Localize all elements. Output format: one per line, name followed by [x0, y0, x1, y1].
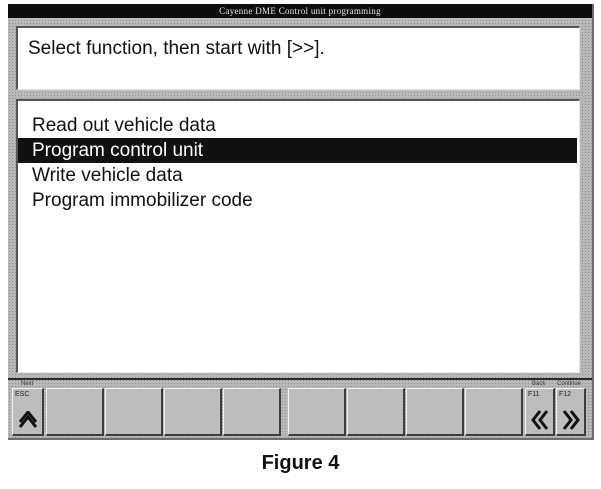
list-item-write-vehicle-data[interactable]: Write vehicle data — [32, 165, 183, 186]
f11-key-tag: F11 — [528, 391, 540, 398]
list-item-program-control-unit[interactable]: Program control unit — [18, 138, 577, 163]
f5-button[interactable] — [288, 388, 346, 436]
toolbar-divider — [8, 378, 592, 380]
f3-button[interactable] — [164, 388, 222, 436]
f7-button[interactable] — [406, 388, 464, 436]
f8-button[interactable] — [465, 388, 523, 436]
f12-key-caption: Continue — [557, 381, 582, 387]
list-item-read-out-vehicle-data[interactable]: Read out vehicle data — [32, 115, 216, 136]
f2-button[interactable] — [105, 388, 163, 436]
prompt-text: Select function, then start with [>>]. — [28, 38, 325, 59]
f11-key-caption: Back — [532, 381, 546, 387]
double-right-chevron-icon — [562, 410, 580, 430]
prompt-box: Select function, then start with [>>]. — [16, 26, 580, 90]
continue-button[interactable]: F12 — [556, 388, 586, 436]
back-button[interactable]: F11 — [525, 388, 555, 436]
esc-key-caption: Next — [21, 381, 34, 387]
up-chevron-icon — [18, 411, 37, 428]
diagnostic-screen: Cayenne DME Control unit programming Sel… — [8, 4, 594, 440]
esc-button[interactable]: ESC — [12, 388, 44, 436]
esc-key-tag: ESC — [15, 391, 30, 398]
list-item-program-immobilizer-code[interactable]: Program immobilizer code — [32, 190, 253, 211]
f1-button[interactable] — [46, 388, 104, 436]
f4-button[interactable] — [223, 388, 281, 436]
double-left-chevron-icon — [530, 410, 548, 430]
f6-button[interactable] — [347, 388, 405, 436]
function-list: Read out vehicle data Program control un… — [16, 99, 580, 373]
window-title: Cayenne DME Control unit programming — [8, 4, 592, 18]
figure-caption: Figure 4 — [261, 452, 340, 474]
f12-key-tag: F12 — [559, 391, 572, 398]
